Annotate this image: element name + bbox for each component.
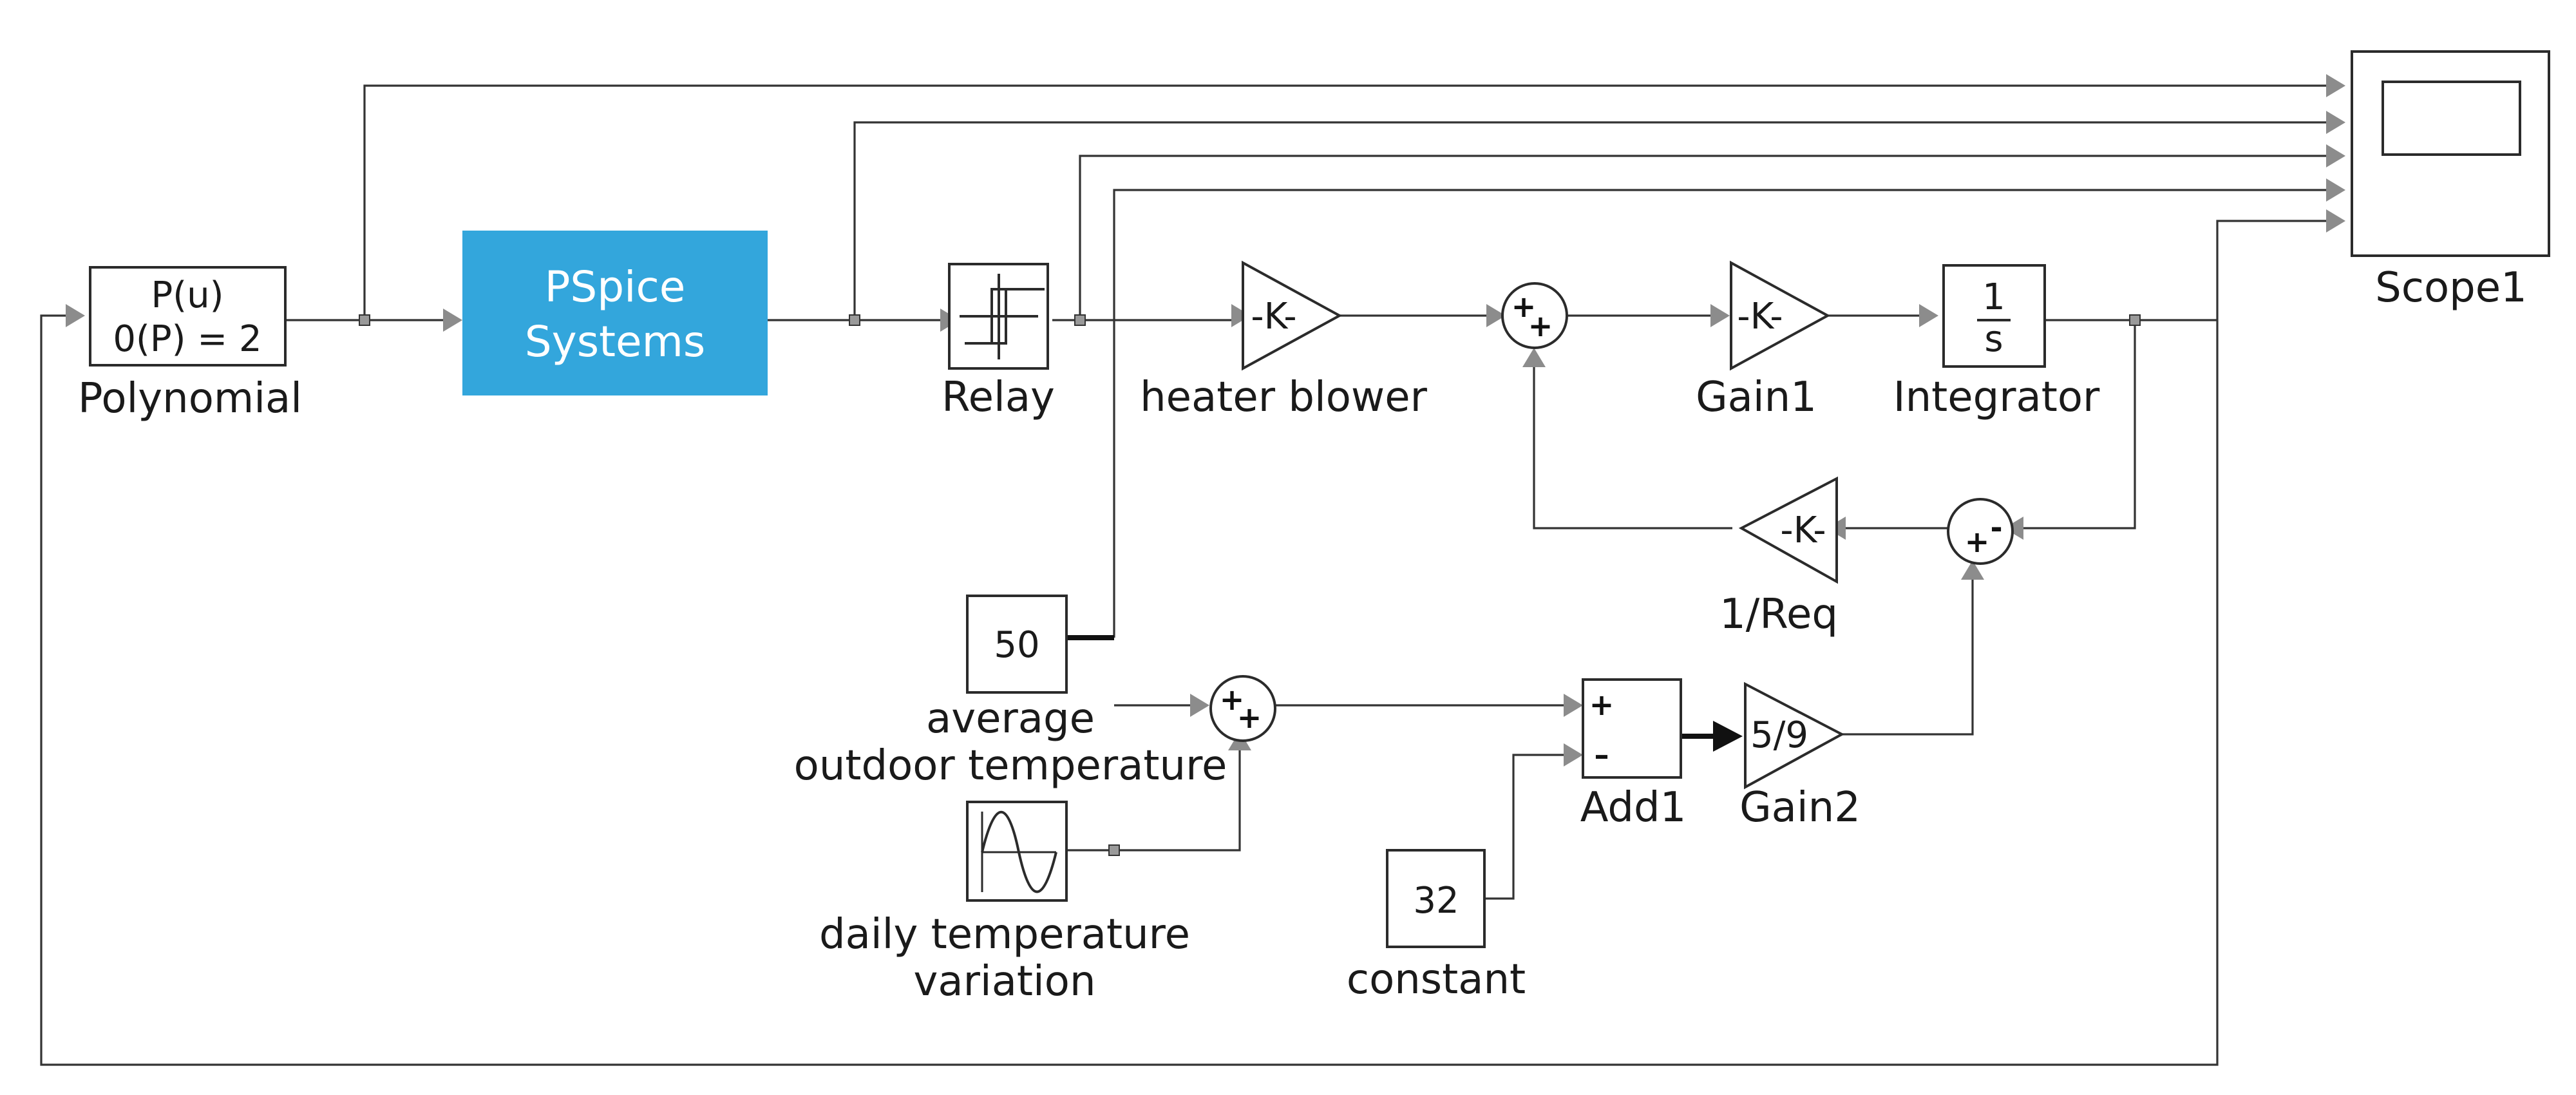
add1-label: Add1 xyxy=(1580,784,1687,832)
gain1-gain: -K- xyxy=(1737,296,1783,338)
sum-top-block[interactable]: + + xyxy=(1501,282,1568,349)
arrow-pspice-in xyxy=(443,309,462,332)
arrow-add1-plus-in xyxy=(1564,694,1583,717)
wire-req-to-sum xyxy=(1533,367,1732,529)
wire-integrator-to-sumfb xyxy=(2023,320,2136,529)
arrow-scope-in-2 xyxy=(2326,111,2345,134)
polynomial-line1: P(u) xyxy=(151,274,224,316)
sum-bottom-sign-b: + xyxy=(1237,700,1262,735)
pspice-box xyxy=(462,231,768,395)
pspice-block[interactable]: PSpice Systems xyxy=(462,231,768,395)
gain2-gain: 5/9 xyxy=(1750,714,1808,756)
arrow-sumfb-in xyxy=(2004,517,2023,540)
relay-hysteresis-icon xyxy=(960,274,1045,359)
relay-block[interactable] xyxy=(948,263,1049,370)
arrow-gain1-in xyxy=(1710,304,1730,327)
polynomial-label: Polynomial xyxy=(78,375,302,423)
daily-var-label-2: variation xyxy=(914,958,1096,1005)
wire-gain2-to-sumfb xyxy=(1835,580,1974,736)
arrow-scope-in-4 xyxy=(2326,178,2345,202)
daily-var-label-1: daily temperature xyxy=(819,911,1190,958)
wire-sine-out xyxy=(1066,750,1241,852)
constant-label: constant xyxy=(1347,956,1526,1004)
polynomial-block[interactable]: P(u) 0(P) = 2 xyxy=(89,266,287,367)
gain1-block[interactable]: -K- xyxy=(1730,260,1831,371)
constant-block[interactable]: 32 xyxy=(1386,849,1486,948)
sum-top-sign-a: + xyxy=(1511,289,1537,324)
wire-scope-3 xyxy=(1079,155,2326,320)
junction-1 xyxy=(359,314,370,326)
signal-wires xyxy=(40,84,2326,1066)
wire-feedback-to-polynomial xyxy=(40,314,2219,1066)
arrow-scope-in-3 xyxy=(2326,144,2345,167)
avg-temp-label-2: outdoor temperature xyxy=(794,742,1227,790)
sum-fb-sign-a: + xyxy=(1965,524,1990,559)
wire-scope-5 xyxy=(2216,220,2326,320)
arrow-integrator-in xyxy=(1919,304,1938,327)
arrow-heater-in xyxy=(1231,304,1251,327)
integrator-den: s xyxy=(1984,318,2003,360)
integrator-num: 1 xyxy=(1982,276,2005,318)
sum-top-sign-b: + xyxy=(1528,309,1553,343)
arrow-sum-top-bottom-in xyxy=(1522,348,1546,367)
heater-blower-label: heater blower xyxy=(1140,374,1428,421)
arrow-polynomial-in xyxy=(66,304,85,327)
relay-label: Relay xyxy=(942,374,1055,421)
junction-5 xyxy=(1108,844,1120,856)
heater-blower-block[interactable]: -K- xyxy=(1242,260,1343,371)
arrowheads xyxy=(66,74,2345,766)
arrow-gain2-in xyxy=(1713,721,1743,752)
avg-temp-block[interactable]: 50 xyxy=(966,595,1068,694)
sine-wave-icon xyxy=(981,810,1057,893)
arrow-scope-in-5 xyxy=(2326,209,2345,233)
wire-const-to-add1 xyxy=(1484,754,1564,900)
scope-screen-icon xyxy=(2382,81,2521,156)
arrow-add1-minus-in xyxy=(1564,743,1583,766)
junction-3 xyxy=(1074,314,1086,326)
add1-block[interactable]: + – xyxy=(1582,678,1682,779)
scope-label: Scope1 xyxy=(2375,264,2527,312)
req-label: 1/Req xyxy=(1719,591,1838,638)
constant-value: 32 xyxy=(1413,880,1459,922)
req-block[interactable]: -K- xyxy=(1738,476,1838,584)
heater-blower-gain: -K- xyxy=(1251,296,1296,338)
integrator-label: Integrator xyxy=(1893,374,2100,421)
gain2-label: Gain2 xyxy=(1739,784,1861,832)
junctions xyxy=(359,314,2141,856)
avg-temp-value: 50 xyxy=(994,624,1039,666)
gain2-block[interactable]: 5/9 xyxy=(1744,681,1845,790)
integrator-block[interactable]: 1 s xyxy=(1942,264,2046,368)
sine-block[interactable] xyxy=(966,801,1068,902)
wire-scope-1 xyxy=(363,84,2326,320)
req-gain: -K- xyxy=(1780,509,1826,551)
pspice-line2: Systems xyxy=(525,317,706,367)
polynomial-line2: 0(P) = 2 xyxy=(113,318,261,360)
wire-scope-2 xyxy=(853,121,2326,320)
junction-2 xyxy=(849,314,860,326)
arrow-scope-in-1 xyxy=(2326,74,2345,97)
sum-fb-sign-b: - xyxy=(1990,510,2002,545)
add1-minus: – xyxy=(1595,738,1609,772)
junction-4 xyxy=(2129,314,2141,326)
gain1-label: Gain1 xyxy=(1696,374,1817,421)
arrow-sum-top-in xyxy=(1486,304,1506,327)
pspice-line1: PSpice xyxy=(545,262,686,312)
wire-scope-4 xyxy=(1113,189,2326,638)
arrow-sumfb-bottom-in xyxy=(1961,560,1984,580)
add1-plus: + xyxy=(1589,687,1615,722)
sum-bottom-sign-a: + xyxy=(1220,682,1245,717)
sum-bottom-block[interactable]: + + xyxy=(1209,675,1276,742)
avg-temp-label-1: average xyxy=(926,695,1095,743)
scope-block[interactable] xyxy=(2351,50,2550,257)
sum-feedback-block[interactable]: + - xyxy=(1947,498,2014,565)
arrow-sumb-left-in xyxy=(1190,694,1209,717)
